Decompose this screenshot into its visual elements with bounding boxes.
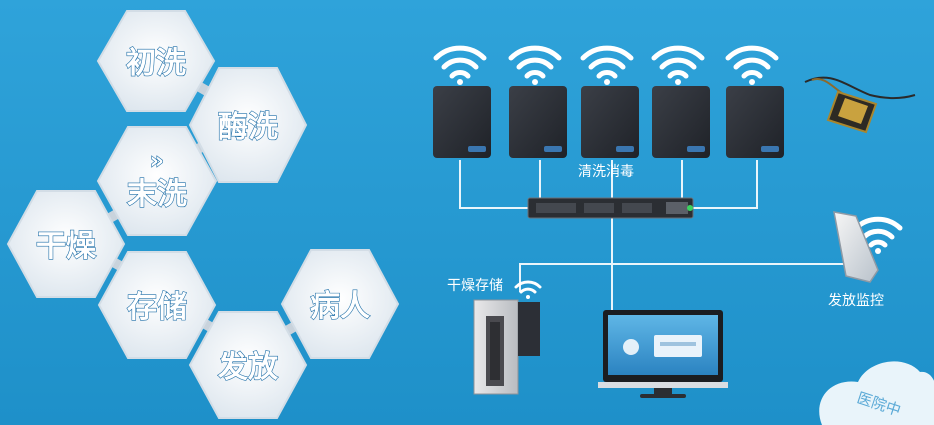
server-switch [527, 197, 694, 219]
washer-device [652, 86, 710, 158]
hex-store: 存储 [97, 251, 217, 359]
storage-cabinet [473, 299, 540, 395]
washer-device [509, 86, 567, 158]
washer-devices [433, 86, 784, 158]
wifi-icon [508, 45, 562, 85]
dispatch-panel [833, 211, 879, 283]
hex-dispatch: 发放 [188, 311, 308, 419]
hex-label: 存储 [127, 290, 187, 325]
hex-final-wash: » 末洗 [96, 126, 218, 236]
label-dispatch-monitor: 发放监控 [828, 293, 884, 309]
hex-patient: 病人 [280, 249, 400, 359]
wifi-icon [651, 45, 705, 85]
hex-initial-wash: 初洗 [96, 10, 216, 112]
hex-label: 干燥 [36, 229, 97, 264]
computer-monitor [598, 310, 728, 398]
hex-enzyme-wash: 酶洗 [188, 67, 308, 183]
wifi-icon [725, 45, 779, 85]
washer-device [581, 86, 639, 158]
wifi-icons [433, 45, 903, 299]
network-lines [459, 160, 859, 310]
hex-label: 末洗 [127, 177, 187, 212]
hex-label: 酶洗 [218, 110, 278, 145]
washer-device [726, 86, 784, 158]
hex-label: 初洗 [126, 46, 186, 81]
rfid-reader [804, 76, 916, 134]
wifi-icon [433, 45, 487, 85]
hex-dry: 干燥 [6, 190, 126, 298]
cloud-shape [819, 361, 934, 425]
hex-label: 病人 [310, 289, 370, 324]
washer-device [433, 86, 491, 158]
label-clean-disinfect: 清洗消毒 [578, 164, 634, 180]
wifi-icon [514, 280, 542, 299]
hex-label: 发放 [217, 350, 279, 385]
wifi-icon [580, 45, 634, 85]
hex-arrow: » [150, 149, 164, 174]
label-dry-store: 干燥存储 [447, 278, 503, 294]
